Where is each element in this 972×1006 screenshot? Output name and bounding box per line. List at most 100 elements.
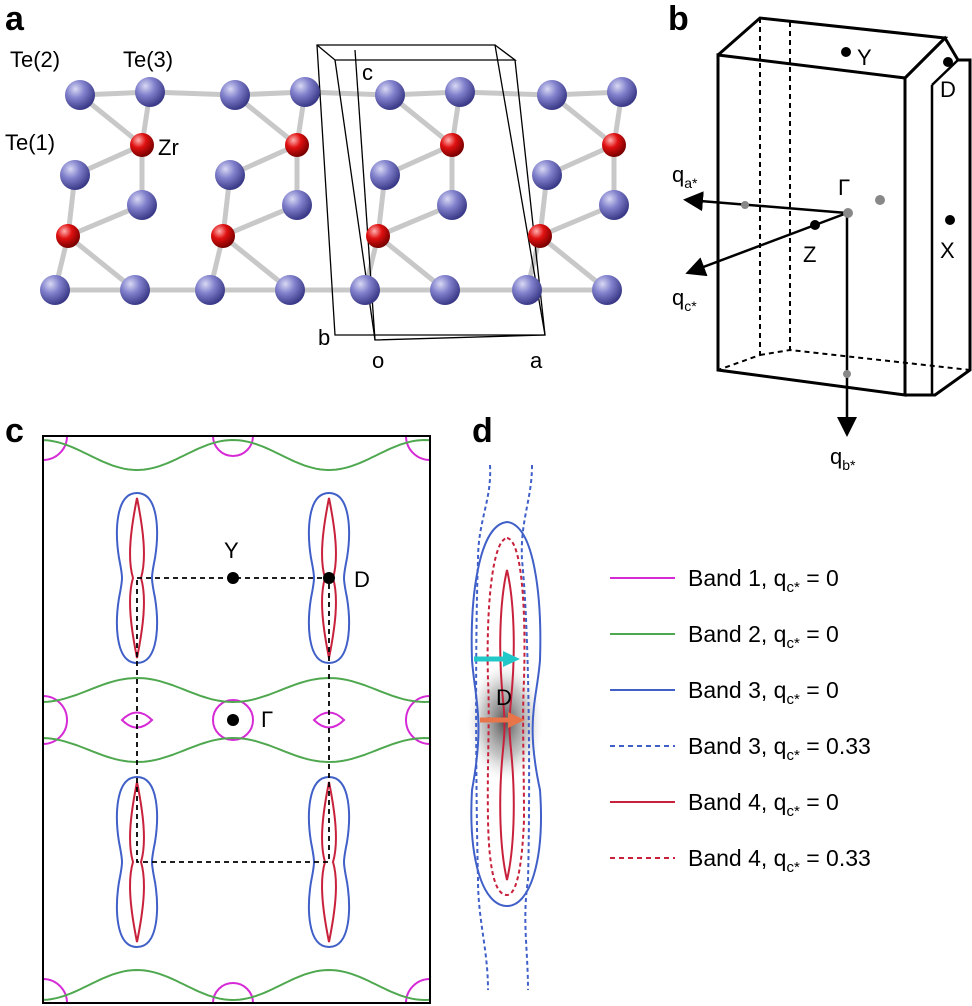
band-3-solid xyxy=(470,520,542,908)
zr-atom xyxy=(366,224,390,248)
band-3-dashed-left xyxy=(475,464,492,991)
band-4-contour xyxy=(321,781,337,943)
point-gray-left xyxy=(741,201,749,209)
te-atom xyxy=(445,77,475,107)
te-atom xyxy=(599,190,629,220)
label-gamma: Γ xyxy=(261,707,273,732)
te-atom xyxy=(40,275,70,305)
band-1-contour xyxy=(43,695,68,745)
axis-label-qa: qa* xyxy=(672,162,698,191)
band-3-dashed-right xyxy=(520,464,533,991)
point-gamma xyxy=(227,714,239,726)
label-d: D xyxy=(354,567,370,592)
reciprocal-axes xyxy=(683,191,857,437)
band-3-contour xyxy=(307,775,351,949)
band-4-contour xyxy=(129,497,145,659)
te-atom xyxy=(607,77,637,107)
legend-item: Band 3, qc* = 0.33 xyxy=(610,733,871,764)
point-z xyxy=(810,220,820,230)
point-y xyxy=(227,572,239,584)
label-zr: Zr xyxy=(158,135,179,160)
te-atom xyxy=(370,160,400,190)
brillouin-zone xyxy=(716,16,972,397)
legend-item: Band 3, qc* = 0 xyxy=(610,677,839,708)
axis-label-qc: qc* xyxy=(672,285,697,314)
te-atom xyxy=(512,275,542,305)
zr-atom xyxy=(56,224,80,248)
legend-label: Band 3, qc* = 0.33 xyxy=(688,733,871,764)
band-2-contour xyxy=(43,736,430,764)
legend-item: Band 4, qc* = 0.33 xyxy=(610,845,871,876)
te-atom xyxy=(537,80,567,110)
panel-c-frame xyxy=(42,435,431,1004)
te-atom xyxy=(127,190,157,220)
te-atom xyxy=(60,160,90,190)
band-4-solid xyxy=(499,569,515,881)
axis-label-b: b xyxy=(318,325,330,350)
te-atom xyxy=(532,160,562,190)
unit-cell xyxy=(316,44,546,341)
panel-a: a Te(2) Te(3) Te(1) Zr c b o a xyxy=(5,0,637,373)
label-te1: Te(1) xyxy=(5,130,55,155)
zr-atom xyxy=(440,133,464,157)
te-atom xyxy=(195,275,225,305)
band-2-contour xyxy=(43,438,430,472)
te-atom xyxy=(65,80,95,110)
te-atom xyxy=(220,80,250,110)
te-atom xyxy=(282,190,312,220)
zr-atom xyxy=(130,133,154,157)
te-atom xyxy=(135,77,165,107)
fermi-band-2 xyxy=(43,438,430,1002)
panel-c-letter: c xyxy=(5,412,24,450)
label-gamma: Γ xyxy=(838,175,850,200)
label-x: X xyxy=(940,238,955,263)
label-y: Y xyxy=(857,45,872,70)
point-y xyxy=(841,47,851,57)
band-1-contour xyxy=(120,711,154,729)
te-atom xyxy=(350,275,380,305)
crystal-atoms xyxy=(40,77,637,305)
te-atom xyxy=(430,275,460,305)
band-3-contour xyxy=(307,491,351,665)
legend-label: Band 4, qc* = 0 xyxy=(688,789,839,820)
legend-label: Band 4, qc* = 0.33 xyxy=(688,845,871,876)
te-atom xyxy=(290,77,320,107)
band-2-contour xyxy=(43,968,430,1002)
legend-label: Band 3, qc* = 0 xyxy=(688,677,839,708)
band-4-dashed xyxy=(486,536,526,897)
nesting-arrow-cyan xyxy=(474,651,520,667)
band-1-contour xyxy=(212,699,254,741)
point-gamma xyxy=(843,208,853,218)
label-y: Y xyxy=(224,538,239,563)
legend-item: Band 2, qc* = 0 xyxy=(610,621,839,652)
point-d xyxy=(323,572,335,584)
brillouin-zone-boundary xyxy=(136,577,330,863)
legend-item: Band 4, qc* = 0 xyxy=(610,789,839,820)
band-1-contour xyxy=(212,982,254,1003)
zr-atom xyxy=(285,133,309,157)
point-gray-right xyxy=(875,195,885,205)
panel-c: c Y D Γ xyxy=(5,412,431,1004)
axis-label-c: c xyxy=(362,60,373,85)
legend-label: Band 2, qc* = 0 xyxy=(688,621,839,652)
band-1-contour xyxy=(405,695,430,745)
band-3-contour xyxy=(115,775,159,949)
panel-b-letter: b xyxy=(668,0,689,38)
zr-atom xyxy=(528,224,552,248)
panel-d-letter: d xyxy=(472,412,493,450)
panel-b: b Y D Γ Z xyxy=(668,0,972,473)
te-atom xyxy=(375,80,405,110)
band-4-contour xyxy=(129,781,145,943)
axis-label-qb: qb* xyxy=(830,444,856,473)
point-x xyxy=(945,215,955,225)
label-z: Z xyxy=(803,242,816,267)
axis-label-a: a xyxy=(530,348,543,373)
band-2-contour xyxy=(43,676,430,704)
axis-label-o: o xyxy=(372,348,384,373)
fermi-band-3 xyxy=(115,491,351,949)
label-te2: Te(2) xyxy=(10,47,60,72)
nesting-arrow-orange xyxy=(480,712,525,728)
